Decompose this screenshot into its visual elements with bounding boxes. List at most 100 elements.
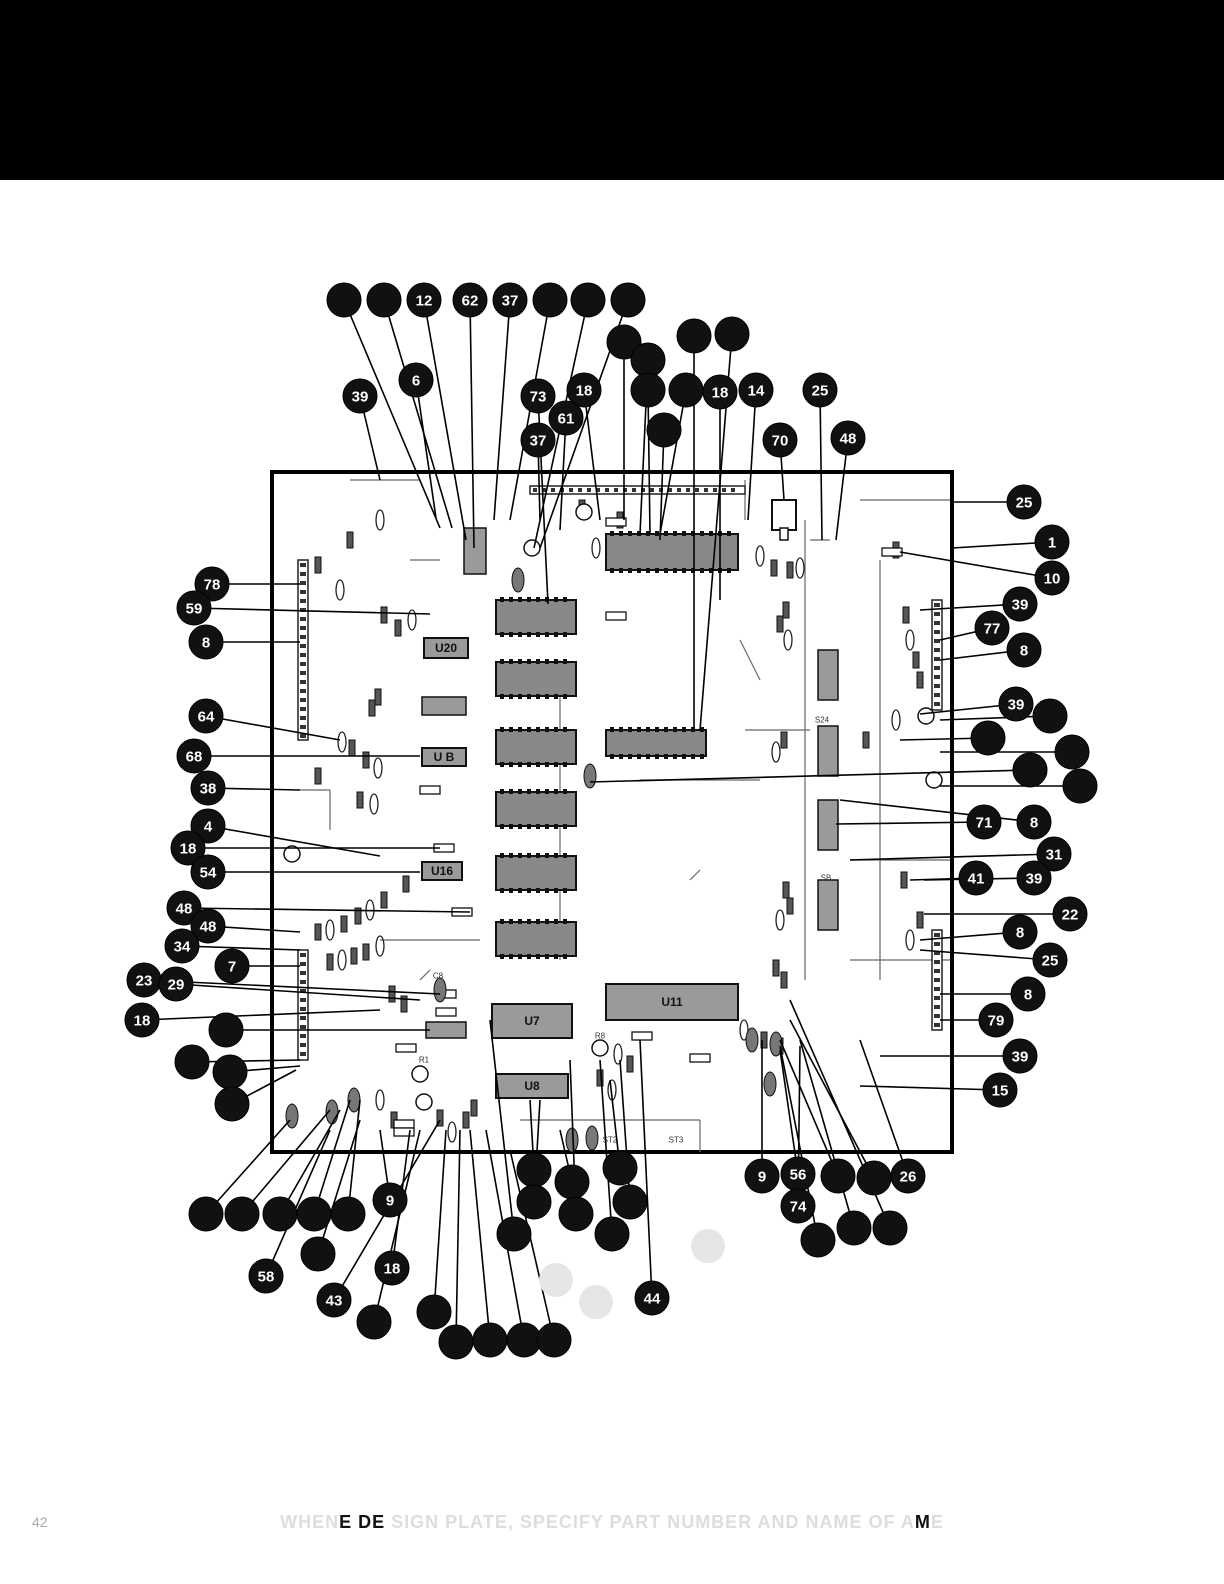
faded-callout — [579, 1285, 613, 1319]
chip-pin — [563, 824, 567, 829]
callout-left-9 — [190, 854, 226, 890]
chip-pin — [682, 727, 686, 732]
capacitor — [613, 1043, 623, 1065]
chip-pin — [500, 727, 504, 732]
chip-pin — [536, 888, 540, 893]
callout-right-4-label: 39 — [1012, 597, 1029, 614]
capacitor — [325, 919, 335, 941]
connector-pin — [713, 488, 717, 492]
resistor — [760, 1031, 768, 1049]
chip-pin — [664, 531, 668, 536]
callout-top-3-label: 12 — [416, 293, 433, 310]
small-component — [605, 517, 627, 527]
callout-bottom-blank-12 — [536, 1322, 572, 1358]
callout-top-2 — [366, 282, 402, 318]
connector-pin — [300, 725, 306, 729]
callout-upper-5 — [566, 372, 602, 408]
callout-left-5 — [176, 738, 212, 774]
leader-line — [939, 715, 1051, 721]
connector-pin — [934, 675, 940, 679]
callout-upper-blank-4 — [668, 372, 704, 408]
chip-pin — [554, 954, 558, 959]
round-component — [283, 845, 301, 863]
connector-pin — [300, 989, 306, 993]
resistor — [782, 601, 790, 619]
callout-top-5-label: 37 — [502, 293, 519, 310]
callout-bottom-2-label: 18 — [384, 1261, 401, 1278]
connector-pin — [300, 707, 306, 711]
chip-pin — [536, 853, 540, 858]
chip-pin — [518, 762, 522, 767]
callout-upper-11-label: 70 — [772, 433, 789, 450]
chip-pin — [509, 919, 513, 924]
connector-pin — [934, 639, 940, 643]
chip-pin — [554, 694, 558, 699]
callout-right-6-label: 8 — [1020, 643, 1028, 660]
chip-pin — [610, 568, 614, 573]
callout-left-8 — [170, 830, 206, 866]
chip-pin — [527, 762, 531, 767]
resistor — [394, 619, 402, 637]
connector-pin — [934, 702, 940, 706]
callout-bottom-5 — [744, 1158, 780, 1194]
connector-pin — [300, 590, 306, 594]
leader-line — [347, 1099, 361, 1215]
chip-pin — [664, 754, 668, 759]
leader-line — [373, 1129, 421, 1323]
chip-lower-blank — [425, 1021, 467, 1039]
connector-pin — [300, 599, 306, 603]
page-number: 42 — [32, 1514, 48, 1530]
leader-line — [659, 389, 687, 535]
callout-bottom-6-label: 56 — [790, 1167, 807, 1184]
callout-bottom-9 — [634, 1280, 670, 1316]
chip-u7 — [491, 1003, 573, 1039]
chip-pin — [682, 531, 686, 536]
callout-bottom-blank-23 — [800, 1222, 836, 1258]
resistor — [400, 995, 408, 1013]
chip-pin — [554, 659, 558, 664]
callout-right-14-label: 8 — [1016, 925, 1024, 942]
callout-right-8 — [966, 804, 1002, 840]
resistor — [356, 791, 364, 809]
connector-pin — [934, 630, 940, 634]
faded-callout — [691, 1229, 725, 1263]
resistor — [362, 751, 370, 769]
callout-bottom-4-label: 43 — [326, 1293, 343, 1310]
connector-pin — [300, 698, 306, 702]
chip-left-blank — [421, 696, 467, 716]
connector-pin — [300, 1007, 306, 1011]
callout-right-blank-4 — [1012, 752, 1048, 788]
component-label: R8 — [595, 1032, 606, 1041]
chip-pin — [673, 568, 677, 573]
resistor — [780, 731, 788, 749]
resistor — [470, 1099, 478, 1117]
chip-pin — [509, 597, 513, 602]
connector-pin — [300, 998, 306, 1002]
chip-pin — [655, 754, 659, 759]
chip-pin — [518, 888, 522, 893]
leader-line — [799, 1039, 855, 1229]
callout-bottom-blank-25 — [872, 1210, 908, 1246]
callout-left-1 — [194, 566, 230, 602]
small-component — [689, 1053, 711, 1063]
round-component — [917, 707, 935, 725]
chip-pin — [527, 597, 531, 602]
round-component — [411, 1065, 429, 1083]
callout-left-5-label: 68 — [186, 749, 203, 766]
connector-pin — [934, 960, 940, 964]
connector-pin — [614, 488, 618, 492]
electrolytic-cap — [585, 1125, 599, 1151]
resistor — [786, 561, 794, 579]
chip-pin — [637, 531, 641, 536]
chip-pin — [545, 824, 549, 829]
chip-pin — [509, 694, 513, 699]
chip-pin — [545, 762, 549, 767]
chip-c — [463, 527, 487, 575]
connector-pin — [686, 488, 690, 492]
chip-pin — [637, 568, 641, 573]
chip-pin — [536, 919, 540, 924]
leader-line — [191, 1059, 301, 1063]
callout-bottom-3-label: 58 — [258, 1269, 275, 1286]
callout-right-13-label: 22 — [1062, 907, 1079, 924]
